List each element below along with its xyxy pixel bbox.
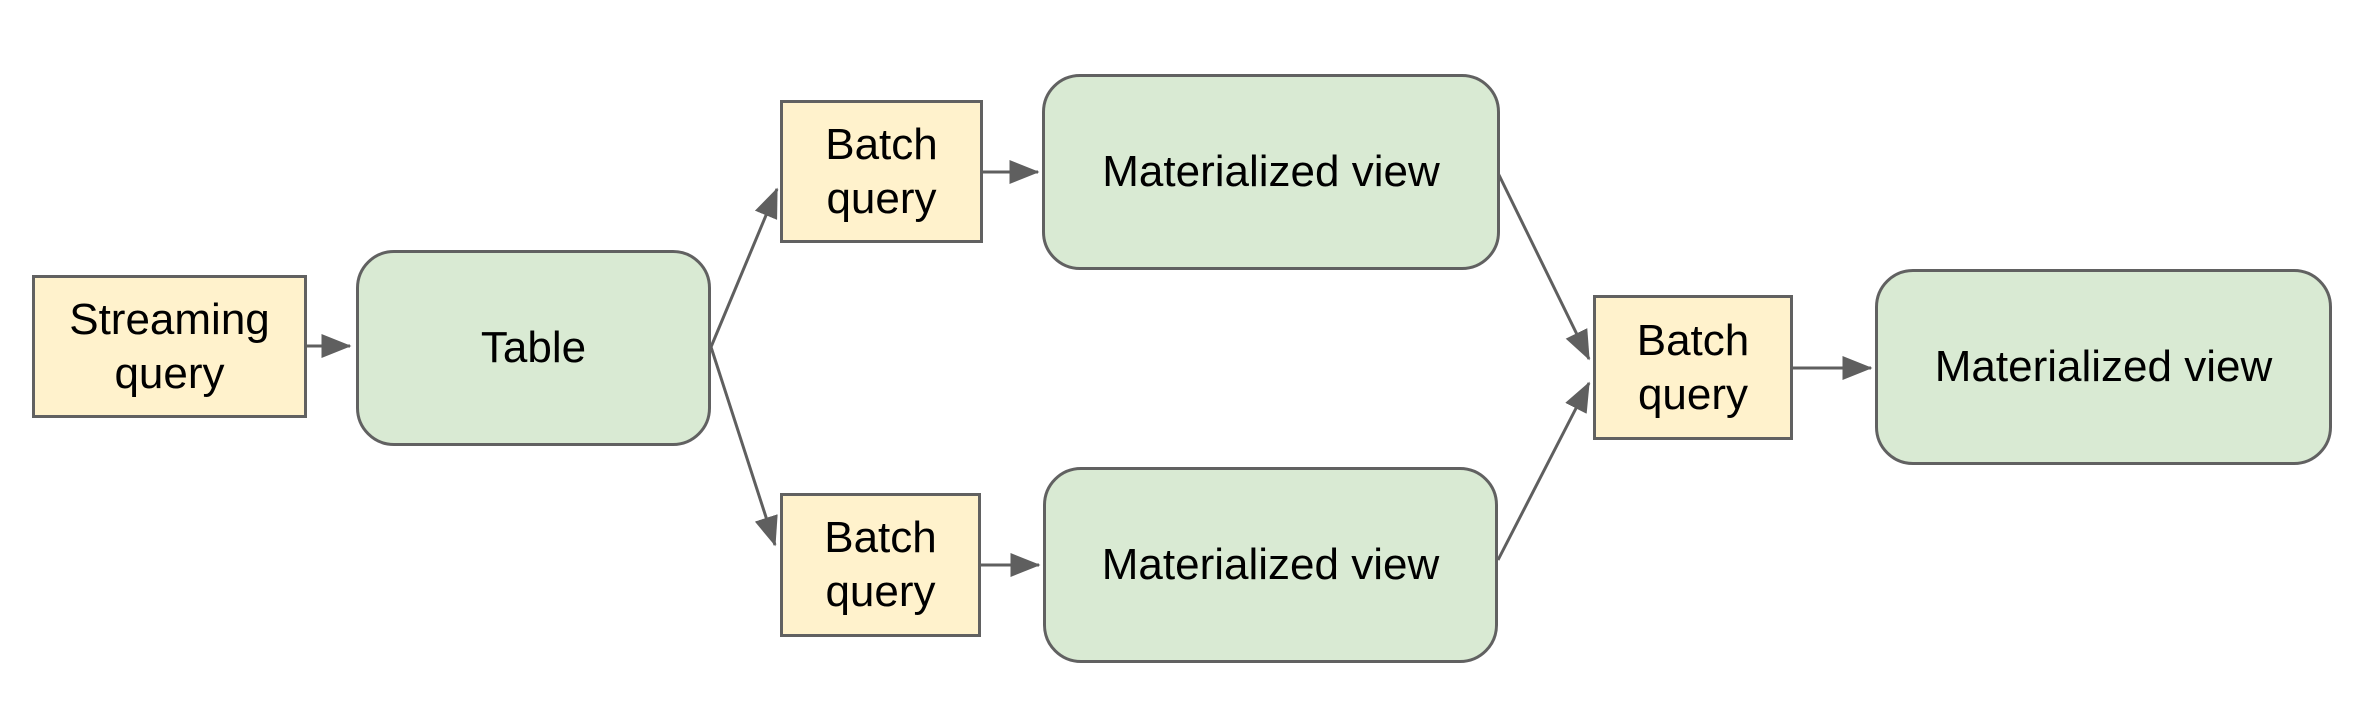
arrow-materialized-view-top-to-batch-query-right — [1496, 172, 1591, 361]
streaming-query-label: Streaming query — [69, 294, 270, 398]
arrow-materialized-view-bottom-to-batch-query-right — [1496, 381, 1591, 561]
batch-query-bottom-node: Batch query — [780, 493, 981, 637]
batch-query-right-node: Batch query — [1593, 295, 1793, 440]
table-label: Table — [480, 323, 587, 373]
arrow-table-to-batch-query-top — [709, 187, 779, 348]
table-node: Table — [356, 250, 711, 446]
materialized-view-top-label: Materialized view — [1102, 147, 1440, 197]
streaming-query-node: Streaming query — [32, 275, 307, 418]
materialized-view-bottom-node: Materialized view — [1043, 467, 1498, 663]
materialized-view-right-label: Materialized view — [1934, 342, 2273, 392]
arrow-table-to-batch-query-bottom — [709, 346, 778, 547]
batch-query-top-label: Batch query — [825, 119, 938, 223]
materialized-view-top-node: Materialized view — [1042, 74, 1500, 270]
materialized-view-right-node: Materialized view — [1875, 269, 2332, 465]
batch-query-top-node: Batch query — [780, 100, 983, 243]
batch-query-bottom-label: Batch query — [824, 513, 937, 616]
batch-query-right-label: Batch query — [1636, 315, 1750, 419]
materialized-view-bottom-label: Materialized view — [1101, 540, 1440, 590]
